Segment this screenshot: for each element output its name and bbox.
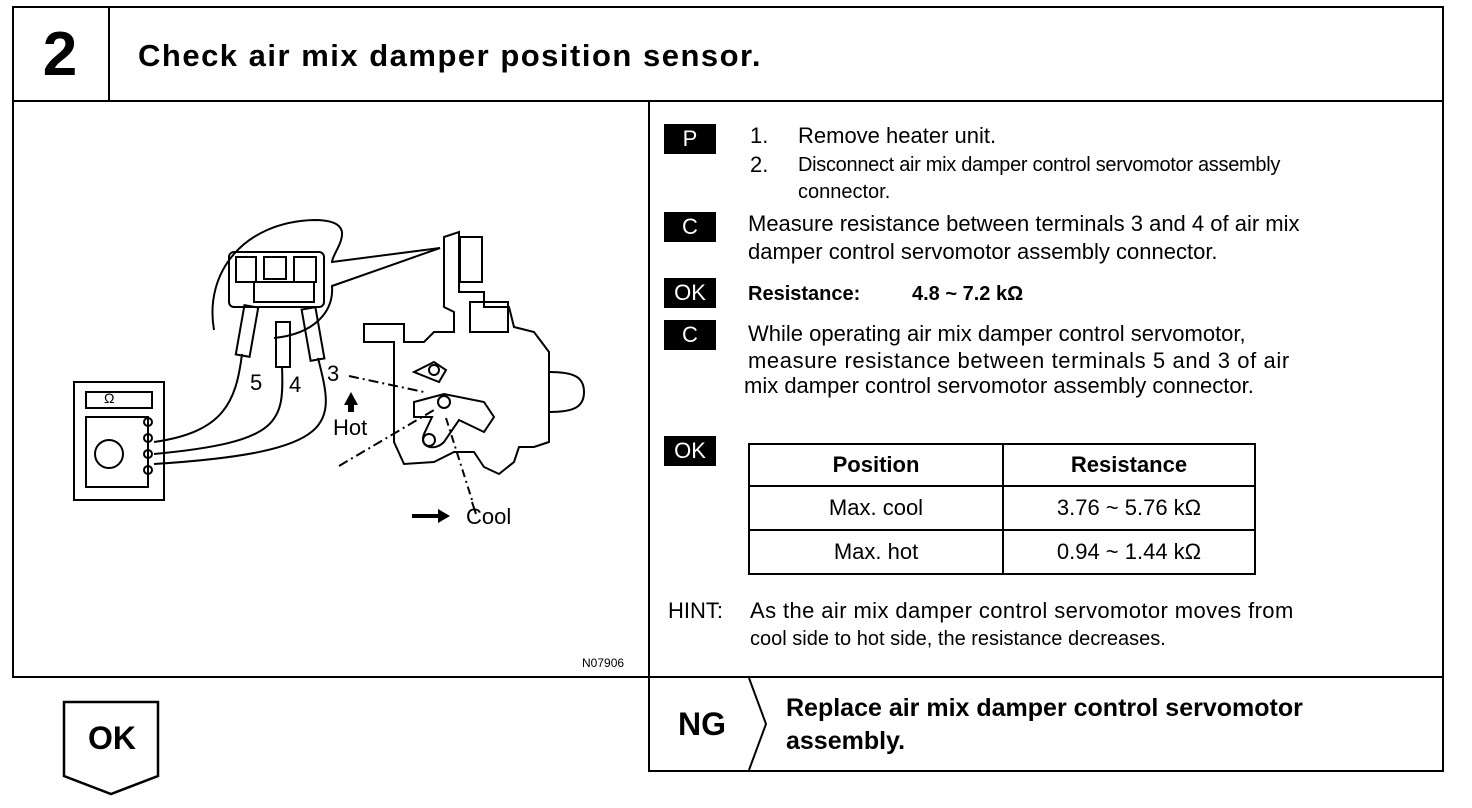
- check-1-line-1: Measure resistance between terminals 3 a…: [748, 211, 1300, 236]
- probe-3: [300, 306, 326, 362]
- hot-arrow: [344, 392, 358, 412]
- step-title: Check air mix damper position sensor.: [138, 38, 763, 73]
- connector-diagram: [73, 218, 586, 523]
- ng-result-box: [648, 676, 1444, 772]
- prep-step-1-text: Remove heater unit.: [798, 123, 997, 148]
- ok-1-value: 4.8 ~ 7.2 kΩ: [912, 283, 1024, 305]
- ng-action-line-1: Replace air mix damper control servomoto…: [786, 694, 1303, 722]
- prep-badge: P: [664, 124, 716, 154]
- table-cell-resistance: 0.94 ~ 1.44 kΩ: [1002, 529, 1256, 575]
- step-number: 2: [42, 19, 78, 89]
- cool-arrow: [412, 509, 450, 523]
- step-number-box: [12, 6, 110, 102]
- prep-step-2-num: 2.: [750, 152, 769, 177]
- table-cell-position: Max. hot: [748, 529, 1004, 575]
- terminal-label-4: 4: [289, 372, 302, 397]
- hint-label: HINT:: [668, 598, 723, 623]
- ok-1-badge: OK: [664, 278, 716, 308]
- table-header-resistance: Resistance: [1002, 443, 1256, 487]
- prep-step-2-text-cont: connector.: [798, 181, 891, 203]
- cool-label: Cool: [466, 504, 512, 529]
- table-row: Max. cool 3.76 ~ 5.76 kΩ: [748, 485, 1256, 531]
- table-cell-position: Max. cool: [748, 485, 1004, 531]
- check-1-badge: C: [664, 212, 716, 242]
- ohmmeter: [73, 381, 165, 501]
- terminal-label-5: 5: [250, 370, 263, 395]
- table-row: Max. hot 0.94 ~ 1.44 kΩ: [748, 529, 1256, 575]
- ok-2-badge: OK: [664, 436, 716, 466]
- hot-label: Hot: [333, 415, 368, 440]
- figure-code: N07906: [582, 656, 625, 670]
- connector-magnifier: [211, 218, 441, 339]
- hint-line-2: cool side to hot side, the resistance de…: [750, 628, 1166, 650]
- check-1-line-2: damper control servomotor assembly conne…: [748, 239, 1218, 264]
- prep-step-2-text: Disconnect air mix damper control servom…: [798, 154, 1281, 176]
- servomotor-body: [363, 230, 550, 476]
- ng-action-text: Replace air mix damper control servomoto…: [786, 692, 1303, 758]
- check-2-line-2: measure resistance between terminals 5 a…: [748, 348, 1290, 373]
- probe-5: [234, 304, 260, 358]
- probe-4: [275, 321, 291, 368]
- ok-1-label: Resistance:: [748, 283, 861, 305]
- check-2-badge: C: [664, 320, 716, 350]
- hint-line-1: As the air mix damper control servomotor…: [750, 598, 1294, 623]
- step-header: [12, 6, 1444, 102]
- resistance-table: Position Resistance Max. cool 3.76 ~ 5.7…: [748, 443, 1256, 575]
- ohm-symbol: Ω: [104, 390, 115, 406]
- ok-result-label: OK: [88, 720, 136, 756]
- ok-result-marker: [62, 700, 160, 796]
- ng-action-line-2: assembly.: [786, 727, 906, 755]
- check-2-line-1: While operating air mix damper control s…: [748, 321, 1246, 346]
- ng-chevron: [748, 678, 768, 770]
- ng-result-label: NG: [678, 706, 726, 742]
- prep-step-1-num: 1.: [750, 123, 769, 148]
- check-2-line-3: mix damper control servomotor assembly c…: [744, 373, 1254, 398]
- damper-lever: [413, 392, 496, 449]
- terminal-label-3: 3: [327, 361, 340, 386]
- table-header-row: Position Resistance: [748, 443, 1256, 487]
- table-header-position: Position: [748, 443, 1004, 487]
- figure-panel: [12, 100, 650, 678]
- connector-housing: [228, 251, 325, 308]
- table-cell-resistance: 3.76 ~ 5.76 kΩ: [1002, 485, 1256, 531]
